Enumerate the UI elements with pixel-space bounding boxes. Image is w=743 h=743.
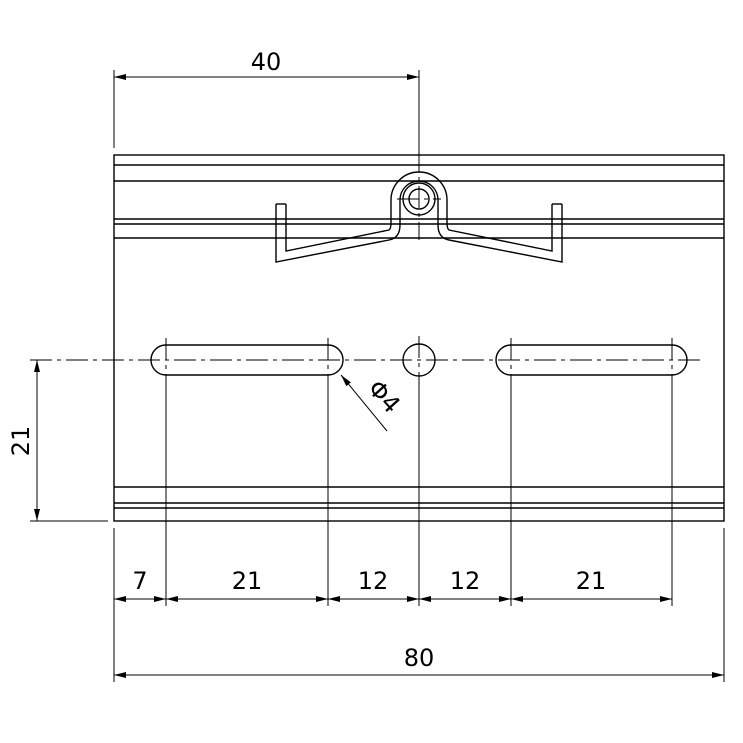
dimension-overall-width: 80 (114, 644, 724, 678)
center-lines (30, 150, 700, 385)
dim-label-7: 7 (132, 567, 147, 595)
dim-label-21-vertical: 21 (7, 426, 35, 457)
dim-label-21-b: 21 (576, 567, 607, 595)
dim-label-12-a: 12 (358, 567, 389, 595)
dimension-top-width: 40 (113, 48, 420, 150)
dimension-slot-height: 21 (7, 360, 108, 522)
dim-label-12-b: 12 (450, 567, 481, 595)
dim-label-80: 80 (404, 644, 435, 672)
dim-label-21-a: 21 (232, 567, 263, 595)
dim-label-40: 40 (251, 48, 282, 76)
dim-label-phi4: Φ4 (362, 375, 406, 419)
dimension-chain-bottom: 7 21 12 12 21 (113, 382, 725, 682)
dimension-hole-diameter: Φ4 (340, 375, 406, 432)
